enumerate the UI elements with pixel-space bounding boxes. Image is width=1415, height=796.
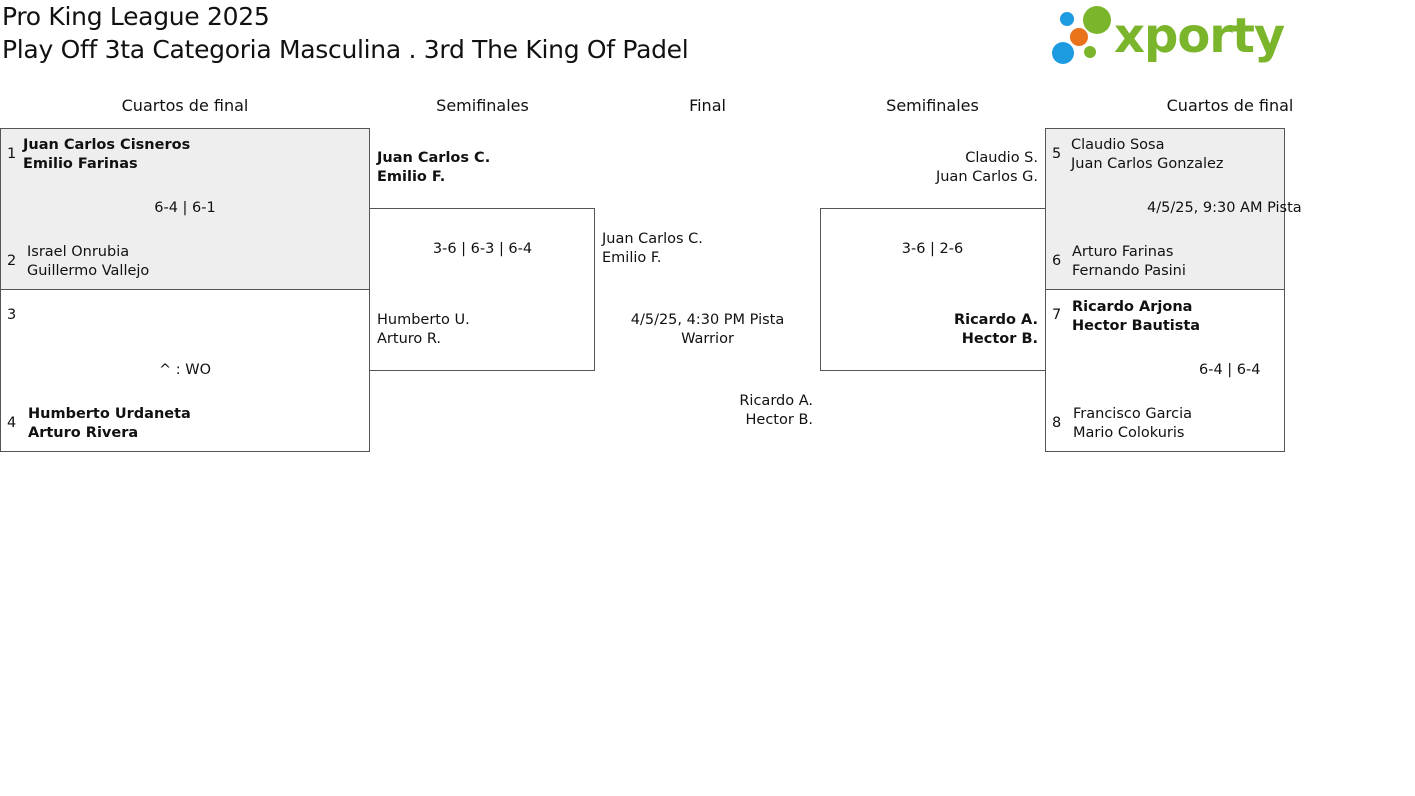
- team-player: Hector B.: [745, 412, 813, 428]
- team-player: Hector Bautista: [1072, 318, 1201, 334]
- team-player: Francisco Garcia: [1073, 406, 1192, 422]
- qf-match-3[interactable]: [1045, 128, 1285, 290]
- page-title: Pro King League 2025: [2, 2, 270, 31]
- round-header-sf-right: Semifinales: [886, 96, 979, 115]
- team-player: Juan Carlos G.: [935, 169, 1038, 185]
- team-player: Ricardo A.: [953, 312, 1038, 328]
- seed-number: 5: [1052, 146, 1062, 162]
- match-score: 3-6 | 2-6: [901, 241, 964, 257]
- seed-number: 3: [7, 307, 17, 323]
- page-subtitle: Play Off 3ta Categoria Masculina . 3rd T…: [2, 35, 689, 64]
- team-player: Arturo R.: [377, 331, 442, 347]
- final-venue: Warrior: [681, 331, 734, 347]
- seed-number: 7: [1052, 307, 1062, 323]
- qf-match-4[interactable]: [1045, 289, 1285, 452]
- round-header-qf-left: Cuartos de final: [121, 96, 249, 115]
- seed-number: 2: [7, 253, 17, 269]
- seed-number: 4: [7, 415, 17, 431]
- match-score: 6-4 | 6-4: [1199, 362, 1261, 378]
- team-player: Juan Carlos C.: [377, 150, 491, 166]
- match-score: 3-6 | 6-3 | 6-4: [432, 241, 533, 257]
- team-player: Mario Colokuris: [1073, 425, 1185, 441]
- match-score: 6-4 | 6-1: [154, 200, 216, 216]
- team-player: Emilio F.: [377, 169, 446, 185]
- seed-number: 6: [1052, 253, 1062, 269]
- team-player: Guillermo Vallejo: [27, 263, 150, 279]
- logo-text: xporty: [1114, 8, 1285, 64]
- final-schedule: 4/5/25, 4:30 PM Pista: [630, 312, 785, 328]
- round-header-qf-right: Cuartos de final: [1166, 96, 1294, 115]
- sf-match-left[interactable]: [369, 208, 595, 371]
- team-player: Hector B.: [961, 331, 1038, 347]
- round-header-sf-left: Semifinales: [436, 96, 529, 115]
- logo-dot-green-small-icon: [1084, 46, 1096, 58]
- team-player: Claudio S.: [965, 150, 1038, 166]
- team-player: Juan Carlos C.: [602, 231, 703, 247]
- logo-dot-green-icon: [1083, 6, 1111, 34]
- team-player: Arturo Farinas: [1072, 244, 1174, 260]
- team-player: Humberto U.: [377, 312, 470, 328]
- qf-match-1[interactable]: [0, 128, 370, 290]
- round-header-final: Final: [689, 96, 726, 115]
- logo-dot-orange-icon: [1070, 28, 1088, 46]
- team-player: Juan Carlos Gonzalez: [1071, 156, 1224, 172]
- xporty-logo[interactable]: xporty: [1050, 4, 1285, 68]
- match-schedule: 4/5/25, 9:30 AM Pista: [1147, 200, 1302, 216]
- seed-number: 1: [7, 146, 17, 162]
- team-player: Claudio Sosa: [1071, 137, 1165, 153]
- team-player: Juan Carlos Cisneros: [23, 137, 191, 153]
- team-player: Emilio F.: [602, 250, 662, 266]
- team-player: Israel Onrubia: [27, 244, 130, 260]
- team-player: Humberto Urdaneta: [28, 406, 191, 422]
- team-player: Arturo Rivera: [28, 425, 139, 441]
- match-score: ^ : WO: [158, 362, 211, 378]
- team-player: Ricardo A.: [739, 393, 813, 409]
- seed-number: 8: [1052, 415, 1062, 431]
- logo-dot-blue-icon: [1060, 12, 1074, 26]
- team-player: Emilio Farinas: [23, 156, 138, 172]
- team-player: Ricardo Arjona: [1072, 299, 1193, 315]
- team-player: Fernando Pasini: [1072, 263, 1186, 279]
- logo-dot-blue-large-icon: [1052, 42, 1074, 64]
